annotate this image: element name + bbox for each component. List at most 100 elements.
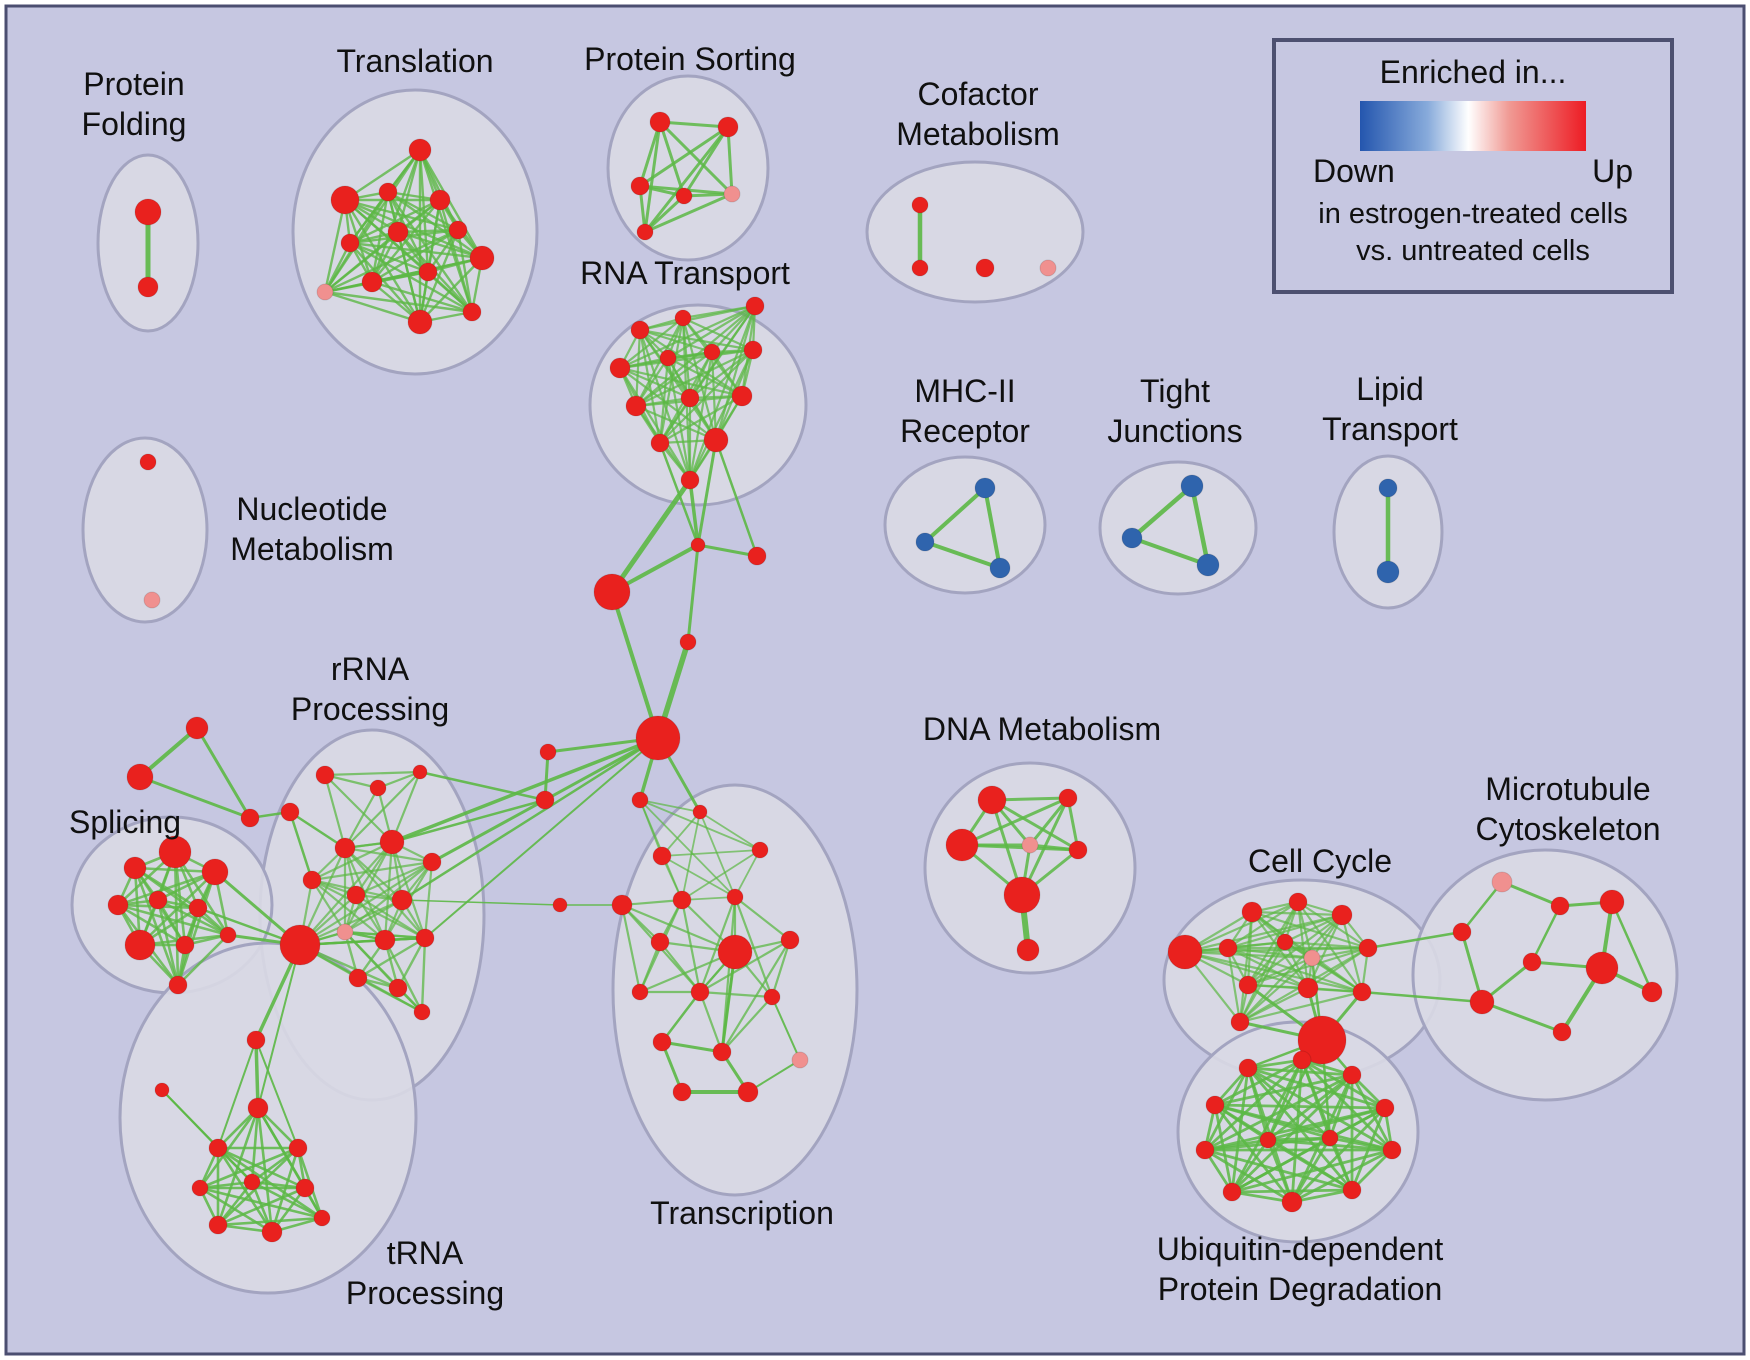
node-sl2 [158, 835, 192, 869]
edge-mt8-mt9 [1480, 1000, 1564, 1034]
node-lp2 [1376, 560, 1400, 584]
node-sl4 [107, 894, 129, 916]
node-dm7 [1016, 938, 1040, 962]
edge-ub4-ub11 [1213, 1103, 1270, 1142]
edge-rt8-rt12 [634, 404, 718, 442]
edge-tj1-tj3 [1189, 483, 1211, 568]
cluster-label-line: Lipid [1356, 371, 1424, 407]
cluster-label-line: rRNA [331, 651, 410, 687]
cluster-label-cell-cycle: Cell Cycle [1248, 843, 1392, 879]
edge-tx7-tx11 [698, 895, 737, 994]
node-cc9 [1297, 977, 1319, 999]
cluster-label-line: Cytoskeleton [1476, 811, 1661, 847]
edge-mt2-mt5 [1530, 904, 1562, 964]
edge-tl6-tl8 [323, 230, 400, 294]
node-ub12 [1321, 1129, 1339, 1147]
cluster-label-line: Receptor [900, 413, 1030, 449]
node-ub6 [1195, 1140, 1215, 1160]
node-sl7 [124, 929, 156, 961]
node-dm3 [945, 828, 979, 862]
edge-rt13-cn3 [609, 477, 693, 595]
edge-rr3-rr5 [343, 786, 380, 850]
node-tx5 [611, 894, 633, 916]
cluster-ellipse-tight-junctions [1098, 460, 1258, 596]
edge-rt5-rt11 [658, 356, 670, 445]
legend-gradient-bar [1360, 101, 1586, 151]
node-tn7 [208, 1215, 228, 1235]
cluster-label-line: Cofactor [918, 76, 1039, 112]
edge-tx7-tx9 [733, 895, 792, 942]
cluster-label-line: Folding [82, 106, 187, 142]
cluster-ellipse-nucleotide-metabolism [81, 436, 209, 624]
edge-rt7-rt13 [688, 348, 755, 482]
edge-dm2-dm3 [960, 796, 1070, 847]
edge-ub6-ub9 [1203, 1148, 1294, 1204]
edge-tx9-tx12 [770, 938, 792, 999]
edge-trb1-tn3 [255, 1039, 299, 1149]
edge-cn7-rr4 [418, 770, 547, 802]
node-tl6 [387, 221, 409, 243]
node-dm2 [1058, 788, 1078, 808]
edge-tx5-txhub [620, 903, 737, 954]
edge-cc5-cc11 [1238, 940, 1287, 1024]
node-cc4 [1218, 938, 1238, 958]
edge-rr6-rr12 [383, 840, 394, 942]
edge-mt1-mt4 [1460, 880, 1504, 934]
legend-scale-labels: Down Up [1313, 153, 1633, 190]
edge-rr2-rr3 [323, 773, 380, 790]
edge-ub3-ub6 [1203, 1073, 1354, 1152]
edge-ps1-ps5 [658, 120, 734, 196]
node-sl9 [219, 926, 237, 944]
cluster-label-line: Transcription [650, 1195, 834, 1231]
node-ps1 [649, 111, 671, 133]
edge-ub10-ub12 [1328, 1136, 1354, 1192]
node-rr15 [388, 978, 408, 998]
node-tx14 [712, 1042, 732, 1062]
cluster-ellipse-transcription [611, 783, 859, 1197]
edge-ub2-ub4 [1213, 1058, 1304, 1107]
edge-tx5-tx6 [620, 898, 684, 907]
edge-dm2-dm4 [1028, 796, 1070, 847]
edge-cc5-cc7 [1283, 940, 1370, 950]
edge-tx3-tx4 [661, 849, 761, 857]
edge-cc4-cc11 [1226, 946, 1242, 1024]
edge-cc1-cc11 [1238, 910, 1254, 1024]
node-ub8 [1222, 1182, 1242, 1202]
node-cn8 [552, 897, 568, 913]
node-tl11 [469, 245, 495, 271]
edge-tl7-tl13 [456, 228, 474, 314]
edge-ub4-ub9 [1213, 1103, 1294, 1204]
edge-ub4-ub12 [1213, 1103, 1332, 1140]
edge-rt4-rt9 [618, 366, 692, 400]
node-tl8 [316, 283, 334, 301]
edge-ps2-ps6 [643, 125, 730, 234]
cluster-ellipse-dna-metabolism [923, 761, 1137, 975]
node-tl3 [378, 182, 398, 202]
edge-cchubL-cc3 [1183, 913, 1344, 954]
node-rt7 [743, 340, 763, 360]
node-tx1 [631, 791, 649, 809]
node-mh1 [974, 477, 996, 499]
node-mt1 [1491, 871, 1513, 893]
edge-tn5-tn7 [216, 1180, 254, 1227]
edge-tx2-tx7 [699, 811, 736, 898]
node-pf2 [137, 276, 159, 298]
edge-tx1-tx7 [639, 799, 736, 898]
cluster-label-line: Microtubule [1485, 771, 1650, 807]
node-tl13 [462, 302, 482, 322]
edge-tx9-tx11 [698, 938, 792, 994]
cluster-label-line: Nucleotide [236, 491, 387, 527]
edge-cc2-cc4 [1226, 900, 1300, 950]
node-cc5 [1276, 933, 1294, 951]
edge-cn8-rr10 [401, 899, 561, 906]
node-tx9 [780, 930, 800, 950]
node-rt2 [674, 309, 692, 327]
node-rr12 [374, 929, 396, 951]
node-tx16 [672, 1082, 692, 1102]
node-spt1 [185, 716, 209, 740]
